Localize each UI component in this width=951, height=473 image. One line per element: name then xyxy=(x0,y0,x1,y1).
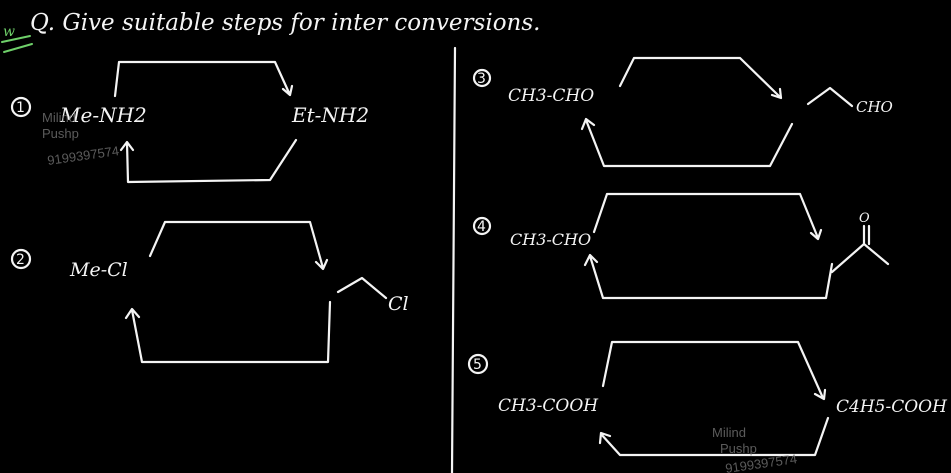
problem-3: 3 CH3-CHO CHO xyxy=(472,56,893,168)
watermark-2: Milind Pushp 9199397574 xyxy=(712,425,798,473)
problem-3-end: CHO xyxy=(856,98,893,116)
problem-5-number: 5 xyxy=(473,357,482,373)
problem-5: 5 CH3-COOH C4H5-COOH xyxy=(467,340,948,457)
forward-arrow-4 xyxy=(592,192,823,241)
problem-1-number: 1 xyxy=(16,100,25,116)
problem-1: 1 Me-NH2 Et-NH2 xyxy=(10,60,369,184)
problem-4-end: O xyxy=(859,211,870,226)
forward-arrow-2 xyxy=(148,220,329,271)
problem-3-start: CH3-CHO xyxy=(508,86,594,106)
problem-5-end: C4H5-COOH xyxy=(836,397,948,417)
problem-5-start: CH3-COOH xyxy=(498,396,599,416)
reverse-arrow-4 xyxy=(583,253,834,300)
header-mark: w xyxy=(3,24,15,40)
problem-2-end: Cl xyxy=(388,293,409,315)
underline-accent xyxy=(1,35,33,53)
problem-2: 2 Me-Cl Cl xyxy=(10,220,409,364)
problem-4-number: 4 xyxy=(477,219,486,235)
problem-1-start: Me-NH2 xyxy=(59,103,147,127)
problem-2-number: 2 xyxy=(16,252,25,268)
problem-3-chain xyxy=(806,86,854,108)
problem-1-end: Et-NH2 xyxy=(291,103,369,127)
watermark-1-name: Milind xyxy=(42,110,76,125)
question-title: Q. Give suitable steps for inter convers… xyxy=(30,10,540,36)
watermark-2-sub: Pushp xyxy=(720,441,757,456)
reverse-arrow-1 xyxy=(119,138,298,184)
reverse-arrow-5 xyxy=(598,416,830,457)
problem-2-ethyl-chain xyxy=(336,276,388,300)
problem-2-start: Me-Cl xyxy=(69,259,128,281)
problem-3-number: 3 xyxy=(477,71,486,87)
reverse-arrow-3 xyxy=(580,117,794,168)
forward-arrow-3 xyxy=(618,56,783,100)
reverse-arrow-2 xyxy=(124,300,332,364)
watermark-1-sub: Pushp xyxy=(42,126,79,141)
vertical-divider xyxy=(450,46,457,473)
forward-arrow-1 xyxy=(113,60,294,98)
forward-arrow-5 xyxy=(601,340,827,401)
problem-4-ketone-skeleton xyxy=(830,224,890,274)
watermark-1-phone: 9199397574 xyxy=(46,143,120,168)
problem-4: 4 CH3-CHO O xyxy=(472,192,890,300)
watermark-2-name: Milind xyxy=(712,425,746,440)
problem-4-start: CH3-CHO xyxy=(510,230,591,249)
